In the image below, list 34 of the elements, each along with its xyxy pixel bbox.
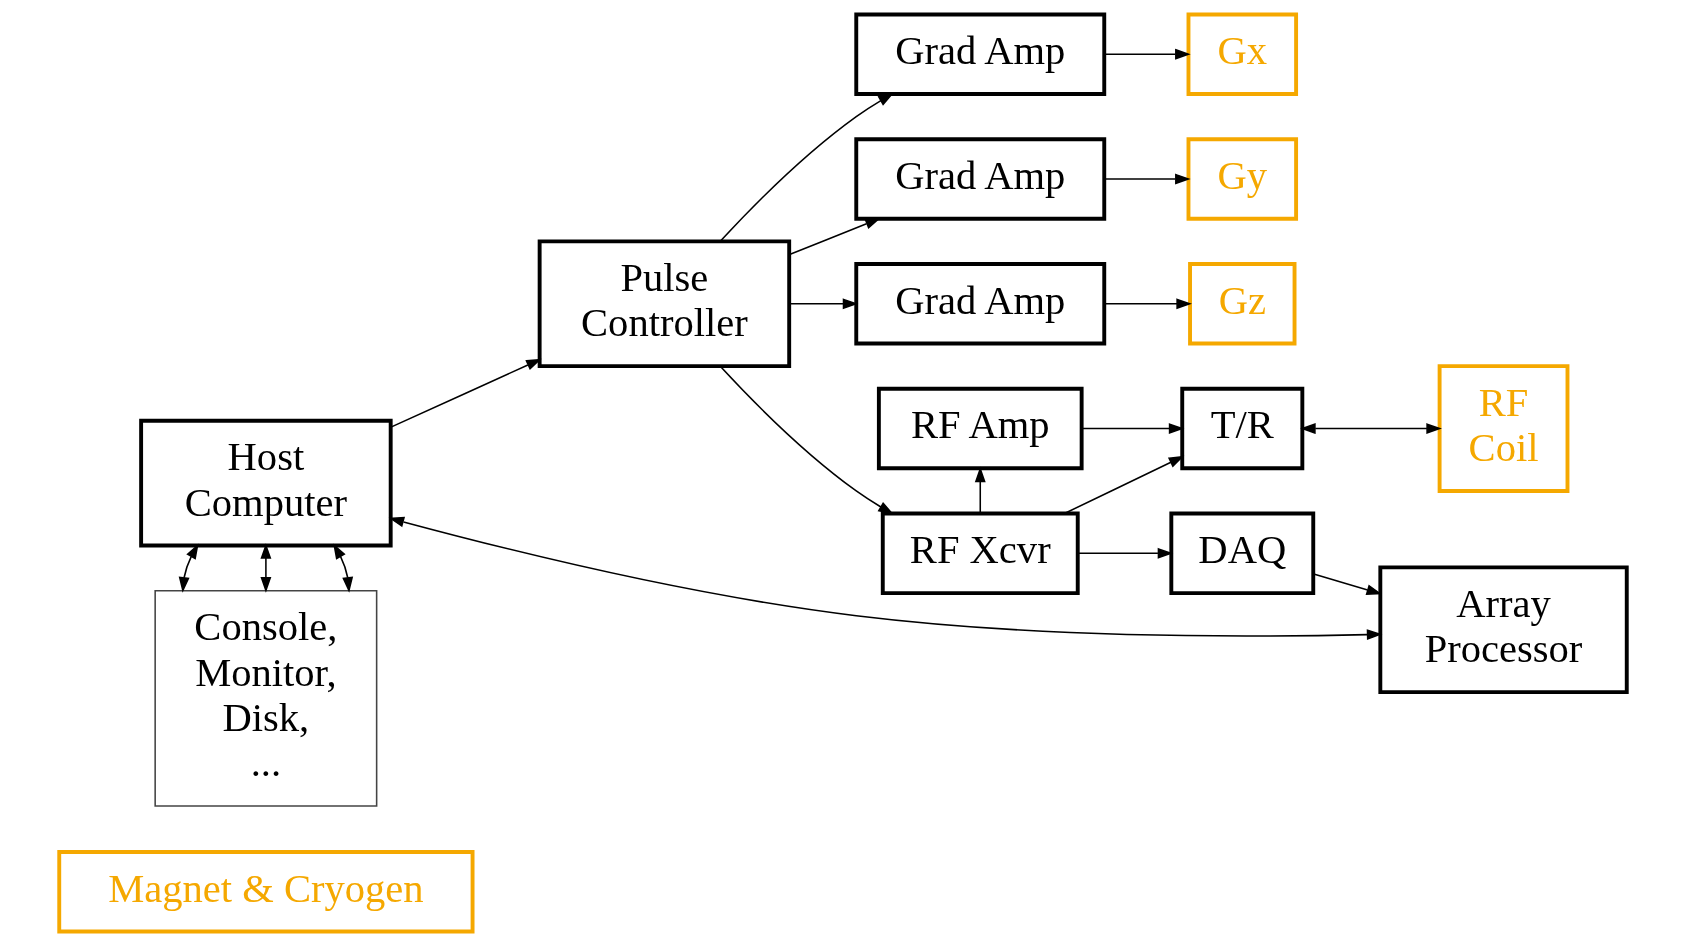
- arrow: [332, 543, 353, 593]
- arrow: [1063, 455, 1184, 515]
- node-box: Gy: [1186, 137, 1298, 221]
- node-box: Console, Monitor, Disk, ...: [153, 590, 377, 807]
- arrow: [1103, 48, 1191, 60]
- arrow: [178, 543, 199, 593]
- arrow: [719, 365, 894, 515]
- arrow: [1076, 547, 1173, 559]
- arrow: [788, 298, 858, 310]
- arrow: [389, 358, 542, 428]
- arrow: [1103, 173, 1191, 185]
- node-box: RF Amp: [876, 386, 1084, 471]
- arrow: [1299, 423, 1442, 434]
- node-box: Gz: [1187, 262, 1296, 346]
- node-box: Grad Amp: [853, 262, 1106, 346]
- node-box: Magnet & Cryogen: [56, 850, 474, 934]
- node-box: Gx: [1186, 12, 1298, 96]
- node-box: Host Computer: [138, 418, 393, 548]
- node-box: Grad Amp: [853, 12, 1106, 96]
- arrow: [1080, 423, 1184, 434]
- node-box: RF Coil: [1437, 364, 1569, 493]
- arrow: [719, 93, 894, 242]
- node-box: Grad Amp: [853, 137, 1106, 221]
- arrow: [388, 516, 1382, 641]
- node-box: DAQ: [1168, 511, 1315, 596]
- arrow: [788, 218, 881, 256]
- arrow: [1312, 573, 1382, 596]
- node-box: Pulse Controller: [537, 239, 791, 369]
- arrow: [974, 466, 986, 515]
- node-box: Array Processor: [1377, 565, 1629, 695]
- node-box: T/R: [1179, 386, 1304, 471]
- arrow: [259, 543, 271, 593]
- arrow: [1103, 298, 1192, 310]
- node-box: RF Xcvr: [880, 511, 1080, 596]
